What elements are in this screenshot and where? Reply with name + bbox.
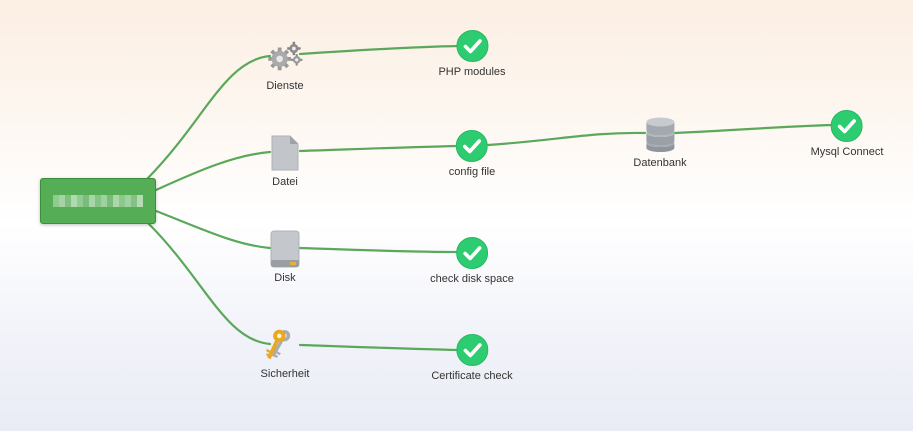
edge-dienste-php — [298, 44, 460, 56]
edge-sicherheit-cert — [298, 343, 460, 352]
node-sicherheit[interactable]: Sicherheit — [260, 326, 310, 380]
node-label: Dienste — [266, 80, 304, 92]
edge-root-disk — [154, 209, 272, 250]
edge-root-dienste — [146, 54, 272, 180]
node-label: Certificate check — [431, 370, 513, 382]
node-label: PHP modules — [438, 66, 506, 78]
redacted-root-label — [53, 195, 143, 207]
node-disk[interactable]: Disk — [267, 230, 303, 284]
edge-config-datenbank — [486, 131, 647, 147]
file-icon — [267, 134, 303, 172]
node-php-modules[interactable]: PHP modules — [438, 30, 506, 78]
gears-icon — [267, 38, 303, 76]
check-icon — [455, 237, 488, 269]
node-certificate-check[interactable]: Certificate check — [431, 334, 513, 382]
node-datei[interactable]: Datei — [267, 134, 303, 188]
check-icon — [456, 334, 488, 366]
node-label: Mysql Connect — [810, 146, 884, 158]
keys-icon — [266, 326, 303, 364]
node-dienste[interactable]: Dienste — [266, 38, 304, 92]
check-icon — [455, 130, 488, 162]
node-label: Datei — [272, 176, 298, 188]
node-mysql-connect[interactable]: Mysql Connect — [810, 110, 884, 158]
edge-datei-config — [298, 144, 460, 153]
node-datenbank[interactable]: Datenbank — [633, 115, 687, 169]
edge-disk-diskspace — [298, 246, 460, 254]
edge-root-datei — [154, 150, 272, 192]
check-icon — [456, 30, 488, 62]
node-label: Datenbank — [633, 157, 687, 169]
node-label: check disk space — [430, 273, 514, 285]
node-label: config file — [448, 166, 496, 178]
node-check-disk-space[interactable]: check disk space — [430, 237, 514, 285]
root-node[interactable] — [40, 178, 156, 224]
hard-disk-icon — [267, 230, 303, 268]
check-icon — [830, 110, 863, 142]
edge-root-sicherheit — [146, 221, 272, 346]
database-icon — [646, 117, 674, 152]
node-config-file[interactable]: config file — [449, 130, 495, 178]
edge-datenbank-mysql — [673, 123, 835, 135]
node-label: Disk — [274, 272, 296, 284]
node-label: Sicherheit — [260, 368, 310, 380]
